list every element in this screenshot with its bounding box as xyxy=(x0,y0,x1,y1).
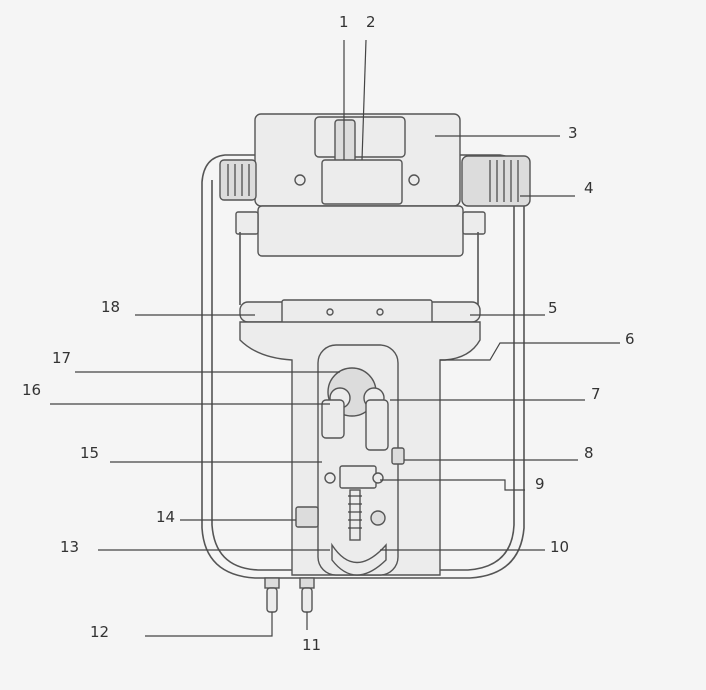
bolt-right xyxy=(372,472,384,484)
lever-housing xyxy=(321,159,403,205)
lower-cam xyxy=(331,542,387,576)
leader-12 xyxy=(145,612,273,637)
connector-left xyxy=(266,587,278,613)
callout-18: 18 xyxy=(101,298,120,316)
callout-1: 1 xyxy=(339,13,349,31)
connector-right-base xyxy=(299,577,315,589)
roller-end-right xyxy=(462,211,486,235)
callout-17: 17 xyxy=(52,349,71,367)
screw-left xyxy=(294,174,306,186)
left-knob xyxy=(219,159,257,201)
ratchet-block xyxy=(295,506,319,528)
callout-9: 9 xyxy=(535,475,545,493)
clamp-handle-frame xyxy=(314,116,406,158)
right-knob-ridges xyxy=(489,160,519,202)
leader-2 xyxy=(361,39,367,161)
callout-10: 10 xyxy=(550,538,569,556)
leader-6 xyxy=(440,342,620,361)
callout-6: 6 xyxy=(625,330,635,348)
callout-8: 8 xyxy=(584,444,594,462)
screw-right xyxy=(408,174,420,186)
spring-coils xyxy=(348,495,362,529)
spring-block xyxy=(339,465,377,489)
callout-2: 2 xyxy=(366,13,376,31)
lower-roller xyxy=(370,510,386,526)
callout-16: 16 xyxy=(22,381,41,399)
plate-hole-2 xyxy=(376,308,384,316)
leader-9 xyxy=(380,479,525,491)
callout-12: 12 xyxy=(90,623,109,641)
right-arm xyxy=(365,399,389,451)
bolt-left xyxy=(324,472,336,484)
callout-4: 4 xyxy=(584,179,594,197)
callout-15: 15 xyxy=(80,444,99,462)
callout-11: 11 xyxy=(302,636,321,654)
callout-7: 7 xyxy=(591,385,601,403)
spring xyxy=(349,489,361,541)
side-screw xyxy=(391,447,405,465)
roller-body xyxy=(257,205,464,257)
callout-3: 3 xyxy=(568,124,578,142)
left-knob-ridges xyxy=(227,164,250,196)
callout-14: 14 xyxy=(156,508,175,526)
callout-13: 13 xyxy=(60,538,79,556)
connector-left-base xyxy=(264,577,280,589)
connector-right xyxy=(301,587,313,613)
roller-end-left xyxy=(235,211,259,235)
plate-hole-1 xyxy=(326,308,334,316)
callout-5: 5 xyxy=(548,299,558,317)
left-arm xyxy=(321,399,345,439)
right-knob xyxy=(461,155,531,207)
cross-bar-plate xyxy=(281,299,433,325)
